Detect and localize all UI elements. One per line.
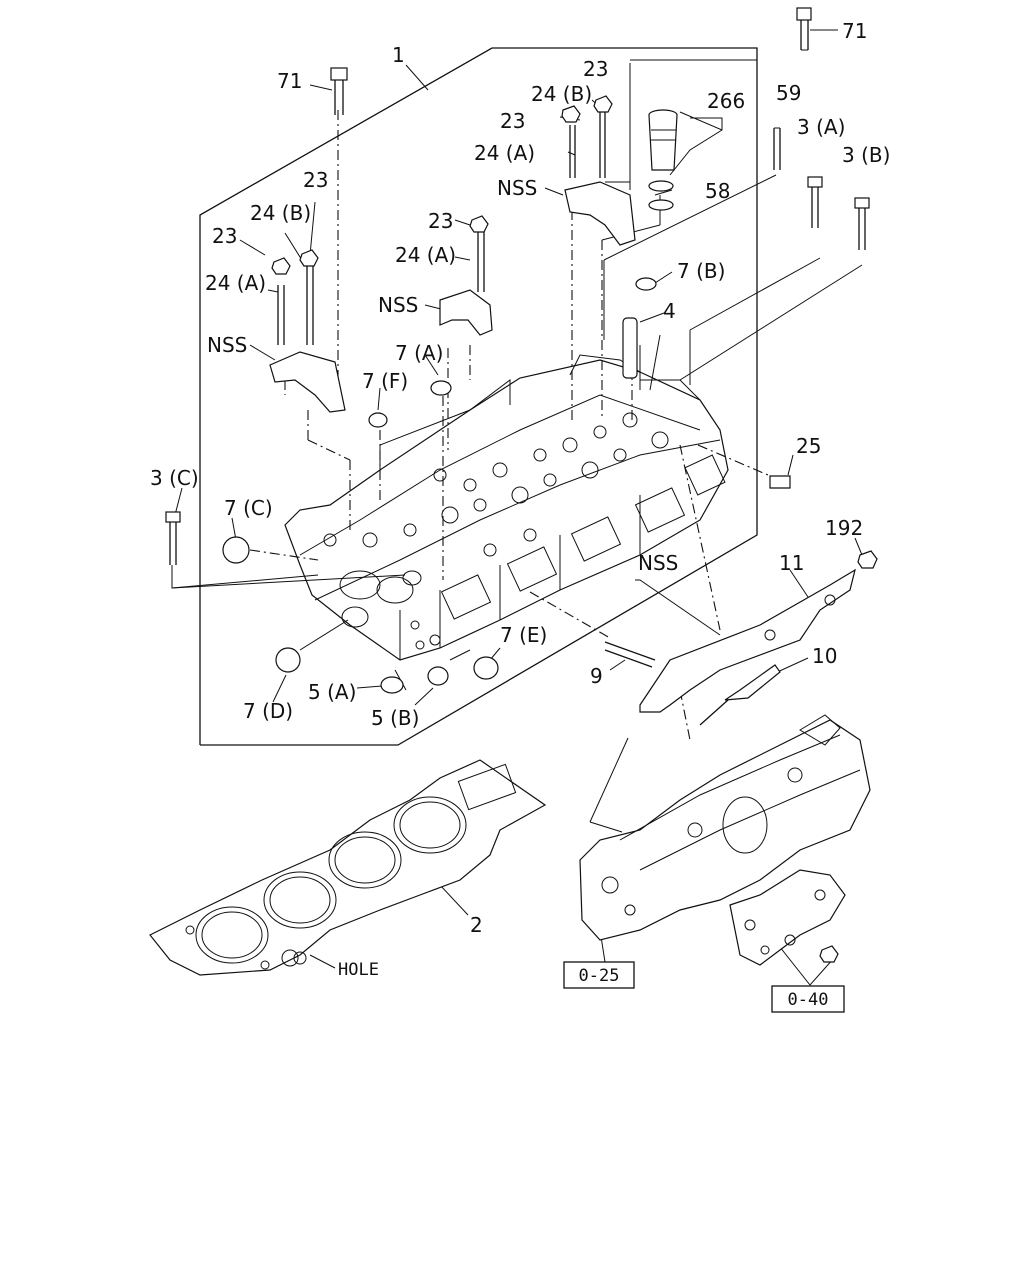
label-7c: 7 (C) <box>224 496 273 520</box>
label-5b: 5 (B) <box>371 706 419 730</box>
label-4: 4 <box>663 299 676 323</box>
label-71-top: 71 <box>842 19 867 43</box>
ref-0-40-label: 0-40 <box>788 990 829 1010</box>
label-2: 2 <box>470 913 483 937</box>
nozzle-sleeve-266[interactable] <box>648 109 678 211</box>
bolt-3c[interactable] <box>165 511 181 565</box>
label-192: 192 <box>825 516 863 540</box>
label-3c: 3 (C) <box>150 466 199 490</box>
label-24b-b: 24 (B) <box>250 201 311 225</box>
cylinder-head[interactable] <box>284 354 729 661</box>
bolt-3b[interactable] <box>854 197 870 250</box>
label-23-b: 23 <box>500 109 525 133</box>
label-24a-b: 24 (A) <box>205 271 266 295</box>
label-24a-a: 24 (A) <box>474 141 535 165</box>
bolt-59[interactable] <box>773 127 781 170</box>
label-10: 10 <box>812 644 837 668</box>
label-5a: 5 (A) <box>308 680 356 704</box>
label-23-a: 23 <box>583 57 608 81</box>
ref-box-0-40[interactable]: 0-40 <box>771 985 845 1013</box>
manifold-bracket[interactable] <box>729 869 846 966</box>
exhaust-manifold[interactable] <box>579 714 871 941</box>
label-nss-d: NSS <box>638 551 678 575</box>
stud-9[interactable] <box>604 641 656 668</box>
label-11: 11 <box>779 551 804 575</box>
callout-labels: 71 71 1 23 24 (B) 23 24 (A) 266 59 3 (A)… <box>150 19 890 980</box>
label-59: 59 <box>776 81 801 105</box>
label-23-c: 23 <box>303 168 328 192</box>
glow-plug-10[interactable] <box>699 664 781 726</box>
bolt-71-left[interactable] <box>330 67 348 115</box>
label-7d: 7 (D) <box>243 699 293 723</box>
label-hole: HOLE <box>338 960 379 980</box>
label-1: 1 <box>392 43 405 67</box>
stud-24[interactable] <box>277 108 606 345</box>
label-23-d: 23 <box>212 224 237 248</box>
bolt-3a[interactable] <box>807 176 823 228</box>
label-nss-a: NSS <box>497 176 537 200</box>
nut-23[interactable] <box>271 95 878 569</box>
label-24a-c: 24 (A) <box>395 243 456 267</box>
ref-0-25-label: 0-25 <box>579 966 620 986</box>
label-3b: 3 (B) <box>842 143 890 167</box>
assembly-frame <box>199 47 758 746</box>
label-7e: 7 (E) <box>500 623 547 647</box>
label-23-e: 23 <box>428 209 453 233</box>
label-266: 266 <box>707 89 745 113</box>
plugs-and-seals[interactable] <box>222 277 791 694</box>
glow-plug-connector-11[interactable] <box>639 568 856 713</box>
label-25: 25 <box>796 434 821 458</box>
bearing-cap-nss[interactable] <box>269 181 636 413</box>
label-3a: 3 (A) <box>797 115 845 139</box>
head-gasket[interactable] <box>149 759 547 976</box>
dashed-guide-lines <box>249 110 776 741</box>
label-24b-a: 24 (B) <box>531 82 592 106</box>
label-9: 9 <box>590 664 603 688</box>
label-nss-c: NSS <box>207 333 247 357</box>
label-nss-b: NSS <box>378 293 418 317</box>
label-71-left: 71 <box>277 69 302 93</box>
label-58: 58 <box>705 179 730 203</box>
label-7b: 7 (B) <box>677 259 725 283</box>
bolt-71-top[interactable] <box>796 7 812 51</box>
label-7a: 7 (A) <box>395 341 443 365</box>
ref-box-0-25[interactable]: 0-25 <box>563 961 635 989</box>
leader-lines <box>171 29 863 986</box>
label-7f: 7 (F) <box>362 369 408 393</box>
